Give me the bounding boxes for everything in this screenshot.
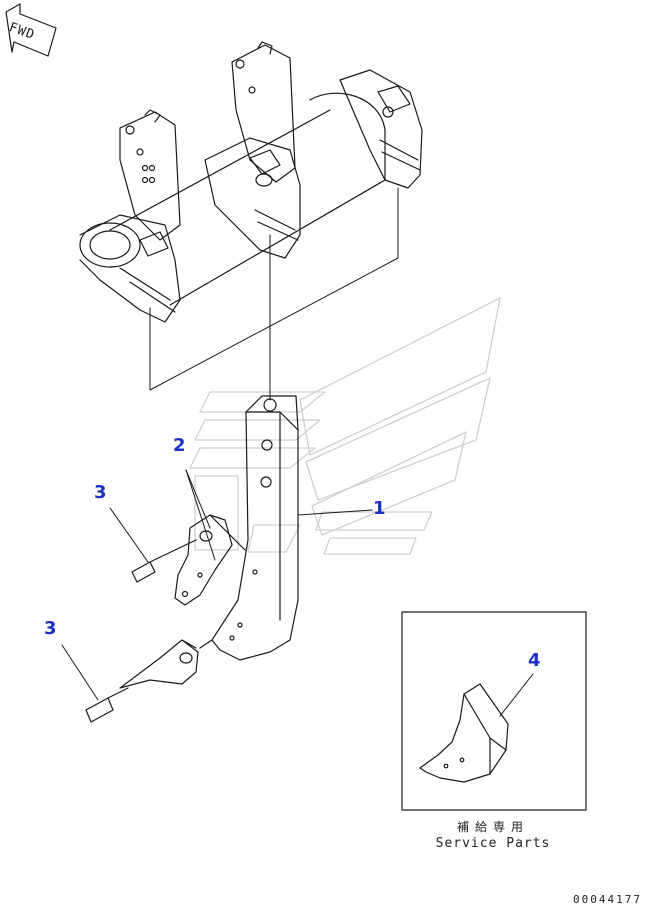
drawing-number: 00044177 bbox=[573, 893, 642, 906]
pin-upper bbox=[131, 539, 197, 583]
callout-4: 4 bbox=[528, 650, 541, 671]
pin-lower bbox=[85, 687, 129, 723]
shank-part bbox=[199, 395, 299, 661]
watermark-logo bbox=[189, 297, 501, 555]
callout-3-upper: 3 bbox=[94, 482, 107, 503]
callout-2: 2 bbox=[173, 435, 186, 456]
service-parts-box bbox=[401, 611, 587, 811]
fwd-arrow-icon bbox=[5, 3, 57, 57]
crossbar-assembly bbox=[79, 41, 423, 323]
callout-1: 1 bbox=[373, 498, 386, 519]
replacement-tip-part bbox=[419, 683, 509, 783]
leader-lines-crossbar bbox=[149, 187, 399, 401]
callout-leaders bbox=[61, 469, 534, 717]
tip-part bbox=[119, 639, 199, 689]
service-parts-label-en: Service Parts bbox=[435, 836, 551, 851]
service-parts-label-jp: 補給専用 bbox=[456, 820, 529, 834]
callout-3-lower: 3 bbox=[44, 618, 57, 639]
